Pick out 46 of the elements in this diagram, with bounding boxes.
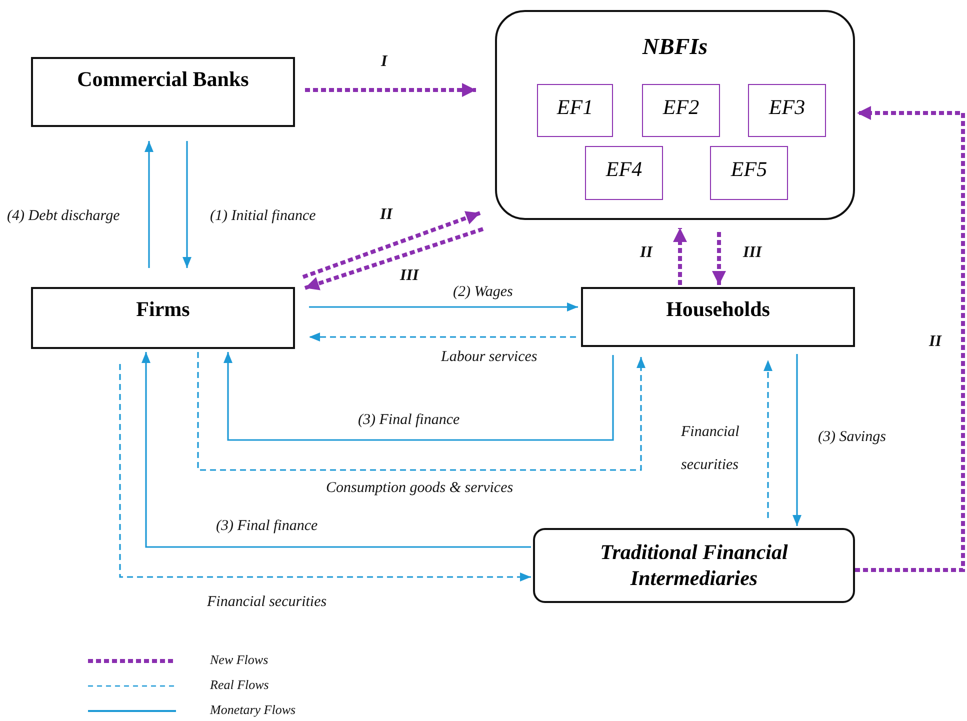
fund-box — [585, 146, 663, 200]
fund-box — [642, 84, 720, 137]
real-flow-arrow — [309, 332, 576, 342]
edge-label: (4) Debt discharge — [7, 207, 120, 225]
entity-box — [31, 287, 295, 349]
entity-box — [581, 287, 855, 347]
fund-box — [748, 84, 826, 137]
real-flow-arrow — [197, 352, 646, 471]
fund-box — [710, 146, 788, 200]
entity-label: Traditional Financial Intermediaries — [599, 539, 789, 592]
new-flow-arrow — [712, 232, 726, 285]
entity-label: Households — [665, 297, 771, 322]
edge-label: (2) Wages — [453, 283, 513, 301]
new-flow-arrow — [673, 228, 687, 285]
intermediary-box — [533, 528, 855, 603]
edge-label: (3) Final finance — [358, 411, 460, 429]
monetary-flow-arrow — [309, 302, 578, 312]
monetary-flow-arrow — [144, 141, 154, 268]
edge-label: (3) Final finance — [216, 517, 318, 535]
fund-label: EF5 — [730, 157, 768, 182]
new-flow-arrow — [305, 83, 476, 97]
monetary-flow-arrow — [792, 354, 802, 526]
entity-label: Commercial Banks — [76, 67, 250, 92]
legend-label: Monetary Flows — [210, 702, 296, 718]
new-flow-arrow — [302, 211, 481, 279]
edge-label: Consumption goods & services — [326, 479, 514, 497]
edge-label: (3) Savings — [818, 428, 886, 446]
entity-box — [31, 57, 295, 127]
new-flow-arrow — [304, 227, 484, 290]
fund-label: EF2 — [662, 95, 700, 120]
edge-label: (1) Initial finance — [210, 207, 316, 225]
fund-label: EF4 — [604, 157, 644, 182]
legend-label: New Flows — [210, 652, 268, 668]
group-title: NBFIs — [641, 34, 709, 60]
entity-label: Firms — [135, 297, 191, 322]
fund-label: EF1 — [556, 95, 594, 120]
real-flow-arrow — [119, 364, 531, 582]
monetary-flow-arrow — [224, 352, 614, 441]
monetary-flow-arrow — [182, 141, 192, 268]
legend-label: Real Flows — [210, 677, 269, 693]
real-flow-arrow — [764, 360, 772, 518]
monetary-flow-arrow — [142, 352, 531, 548]
fund-label: EF3 — [768, 95, 806, 120]
group-box — [495, 10, 855, 220]
fund-box — [537, 84, 613, 137]
new-flow-arrow — [855, 106, 965, 572]
